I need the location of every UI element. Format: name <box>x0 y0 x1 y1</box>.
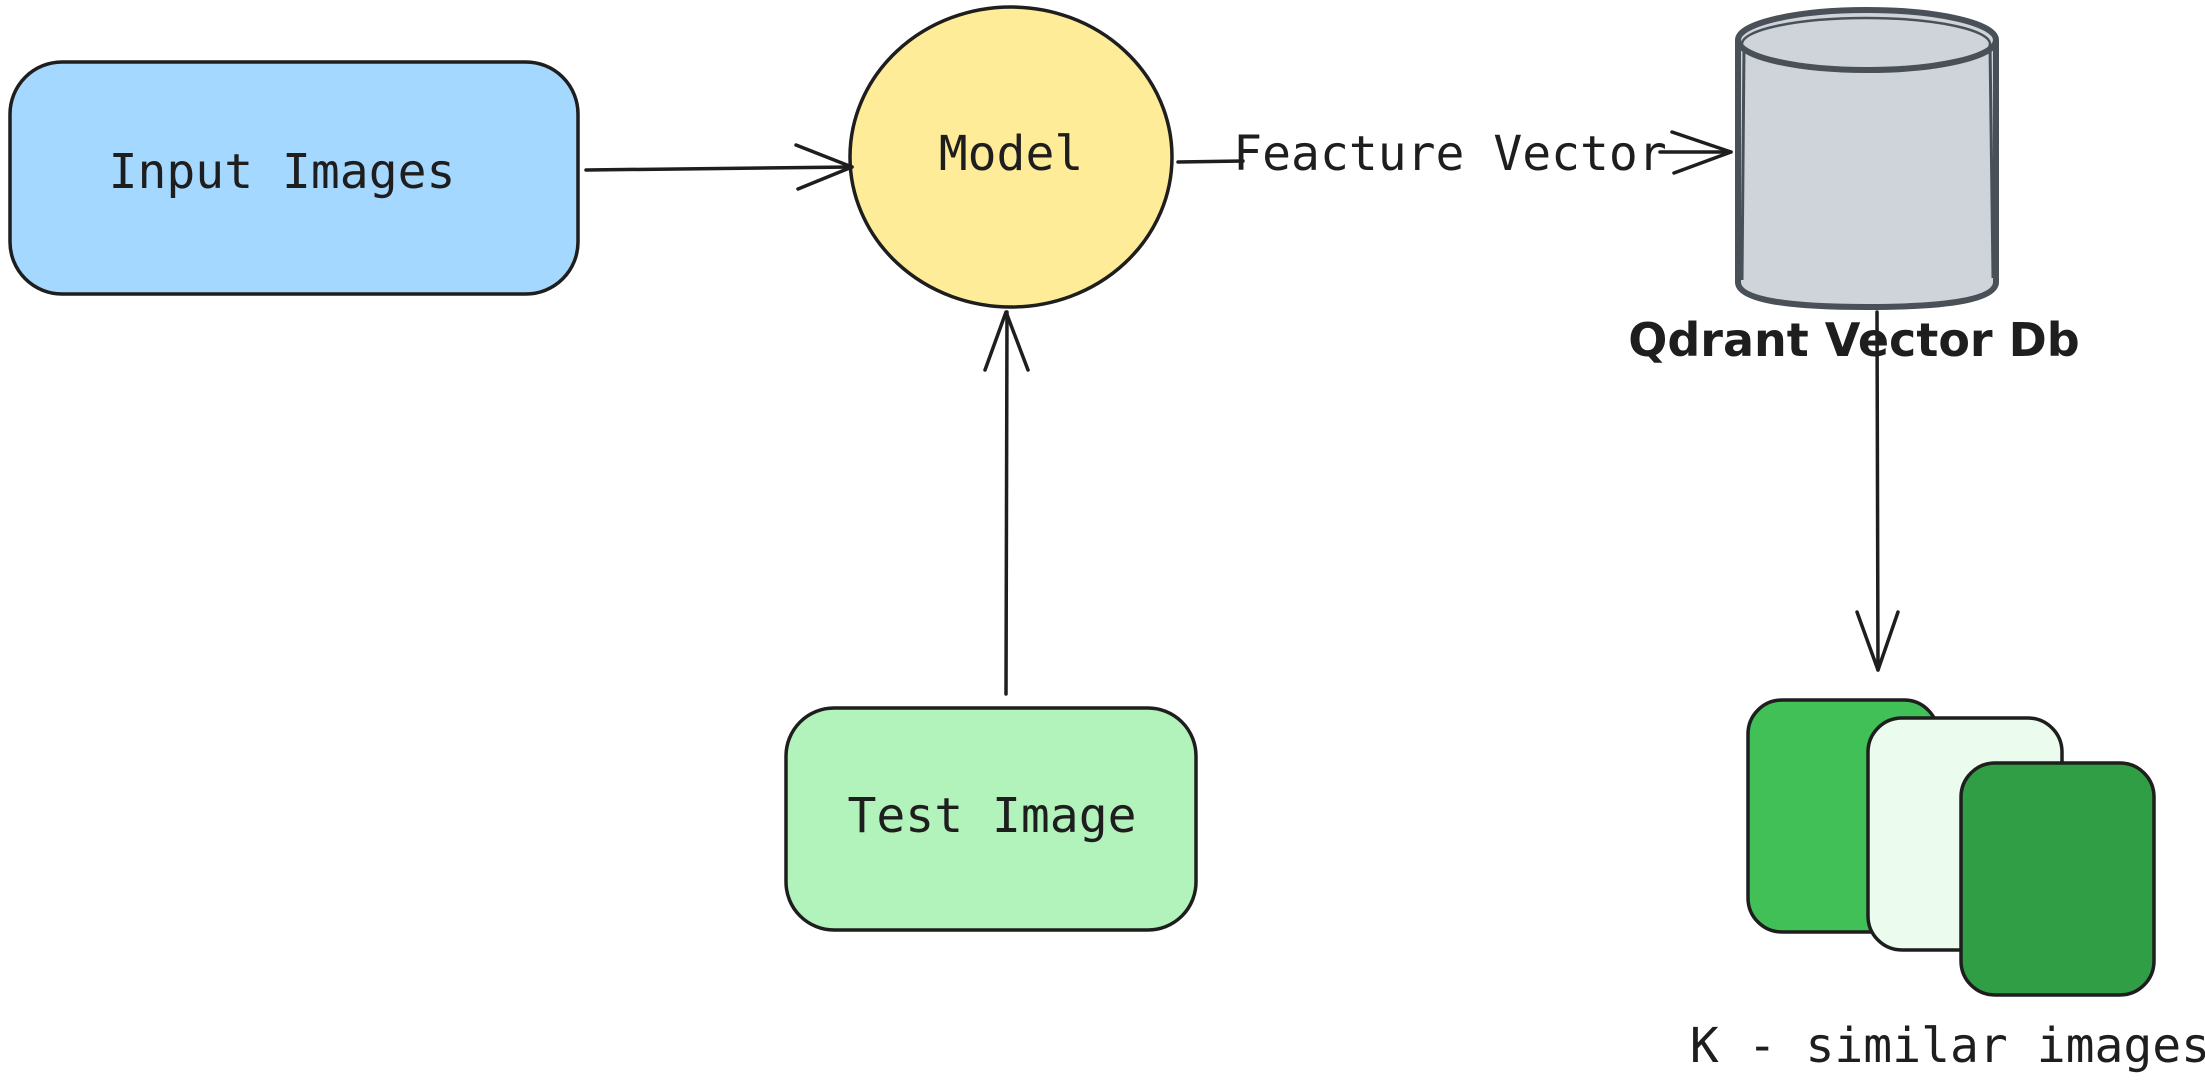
similar-image-card-3 <box>1959 761 2156 997</box>
arrow-test-to-model <box>983 310 1030 696</box>
arrow-model-to-db: Feacture Vector <box>1176 126 1733 182</box>
arrow-db-to-similar <box>1855 310 1900 672</box>
model-circle <box>848 5 1174 309</box>
model-node[interactable]: Model <box>848 5 1174 309</box>
arrow-input-to-model <box>584 143 854 191</box>
input-images-box <box>8 60 580 296</box>
vector-db-body-sketch <box>1740 43 1995 281</box>
test-image-label: Test Image <box>848 788 1137 844</box>
input-images-label: Input Images <box>109 144 456 200</box>
similar-images-node[interactable]: K - similar images <box>1690 698 2205 1074</box>
vector-db-top-sketch <box>1740 16 1992 72</box>
model-label: Model <box>939 126 1084 182</box>
similar-images-label: K - similar images <box>1690 1018 2205 1074</box>
feature-vector-label: Feacture Vector <box>1233 126 1666 182</box>
test-image-node[interactable]: Test Image <box>784 706 1198 932</box>
test-image-box <box>784 706 1198 932</box>
vector-db-body <box>1735 40 1999 311</box>
vector-db-label: Qdrant Vector Db <box>1628 313 2079 367</box>
input-images-node[interactable]: Input Images <box>8 60 580 296</box>
vector-db-node[interactable]: Qdrant Vector Db <box>1628 7 2080 367</box>
